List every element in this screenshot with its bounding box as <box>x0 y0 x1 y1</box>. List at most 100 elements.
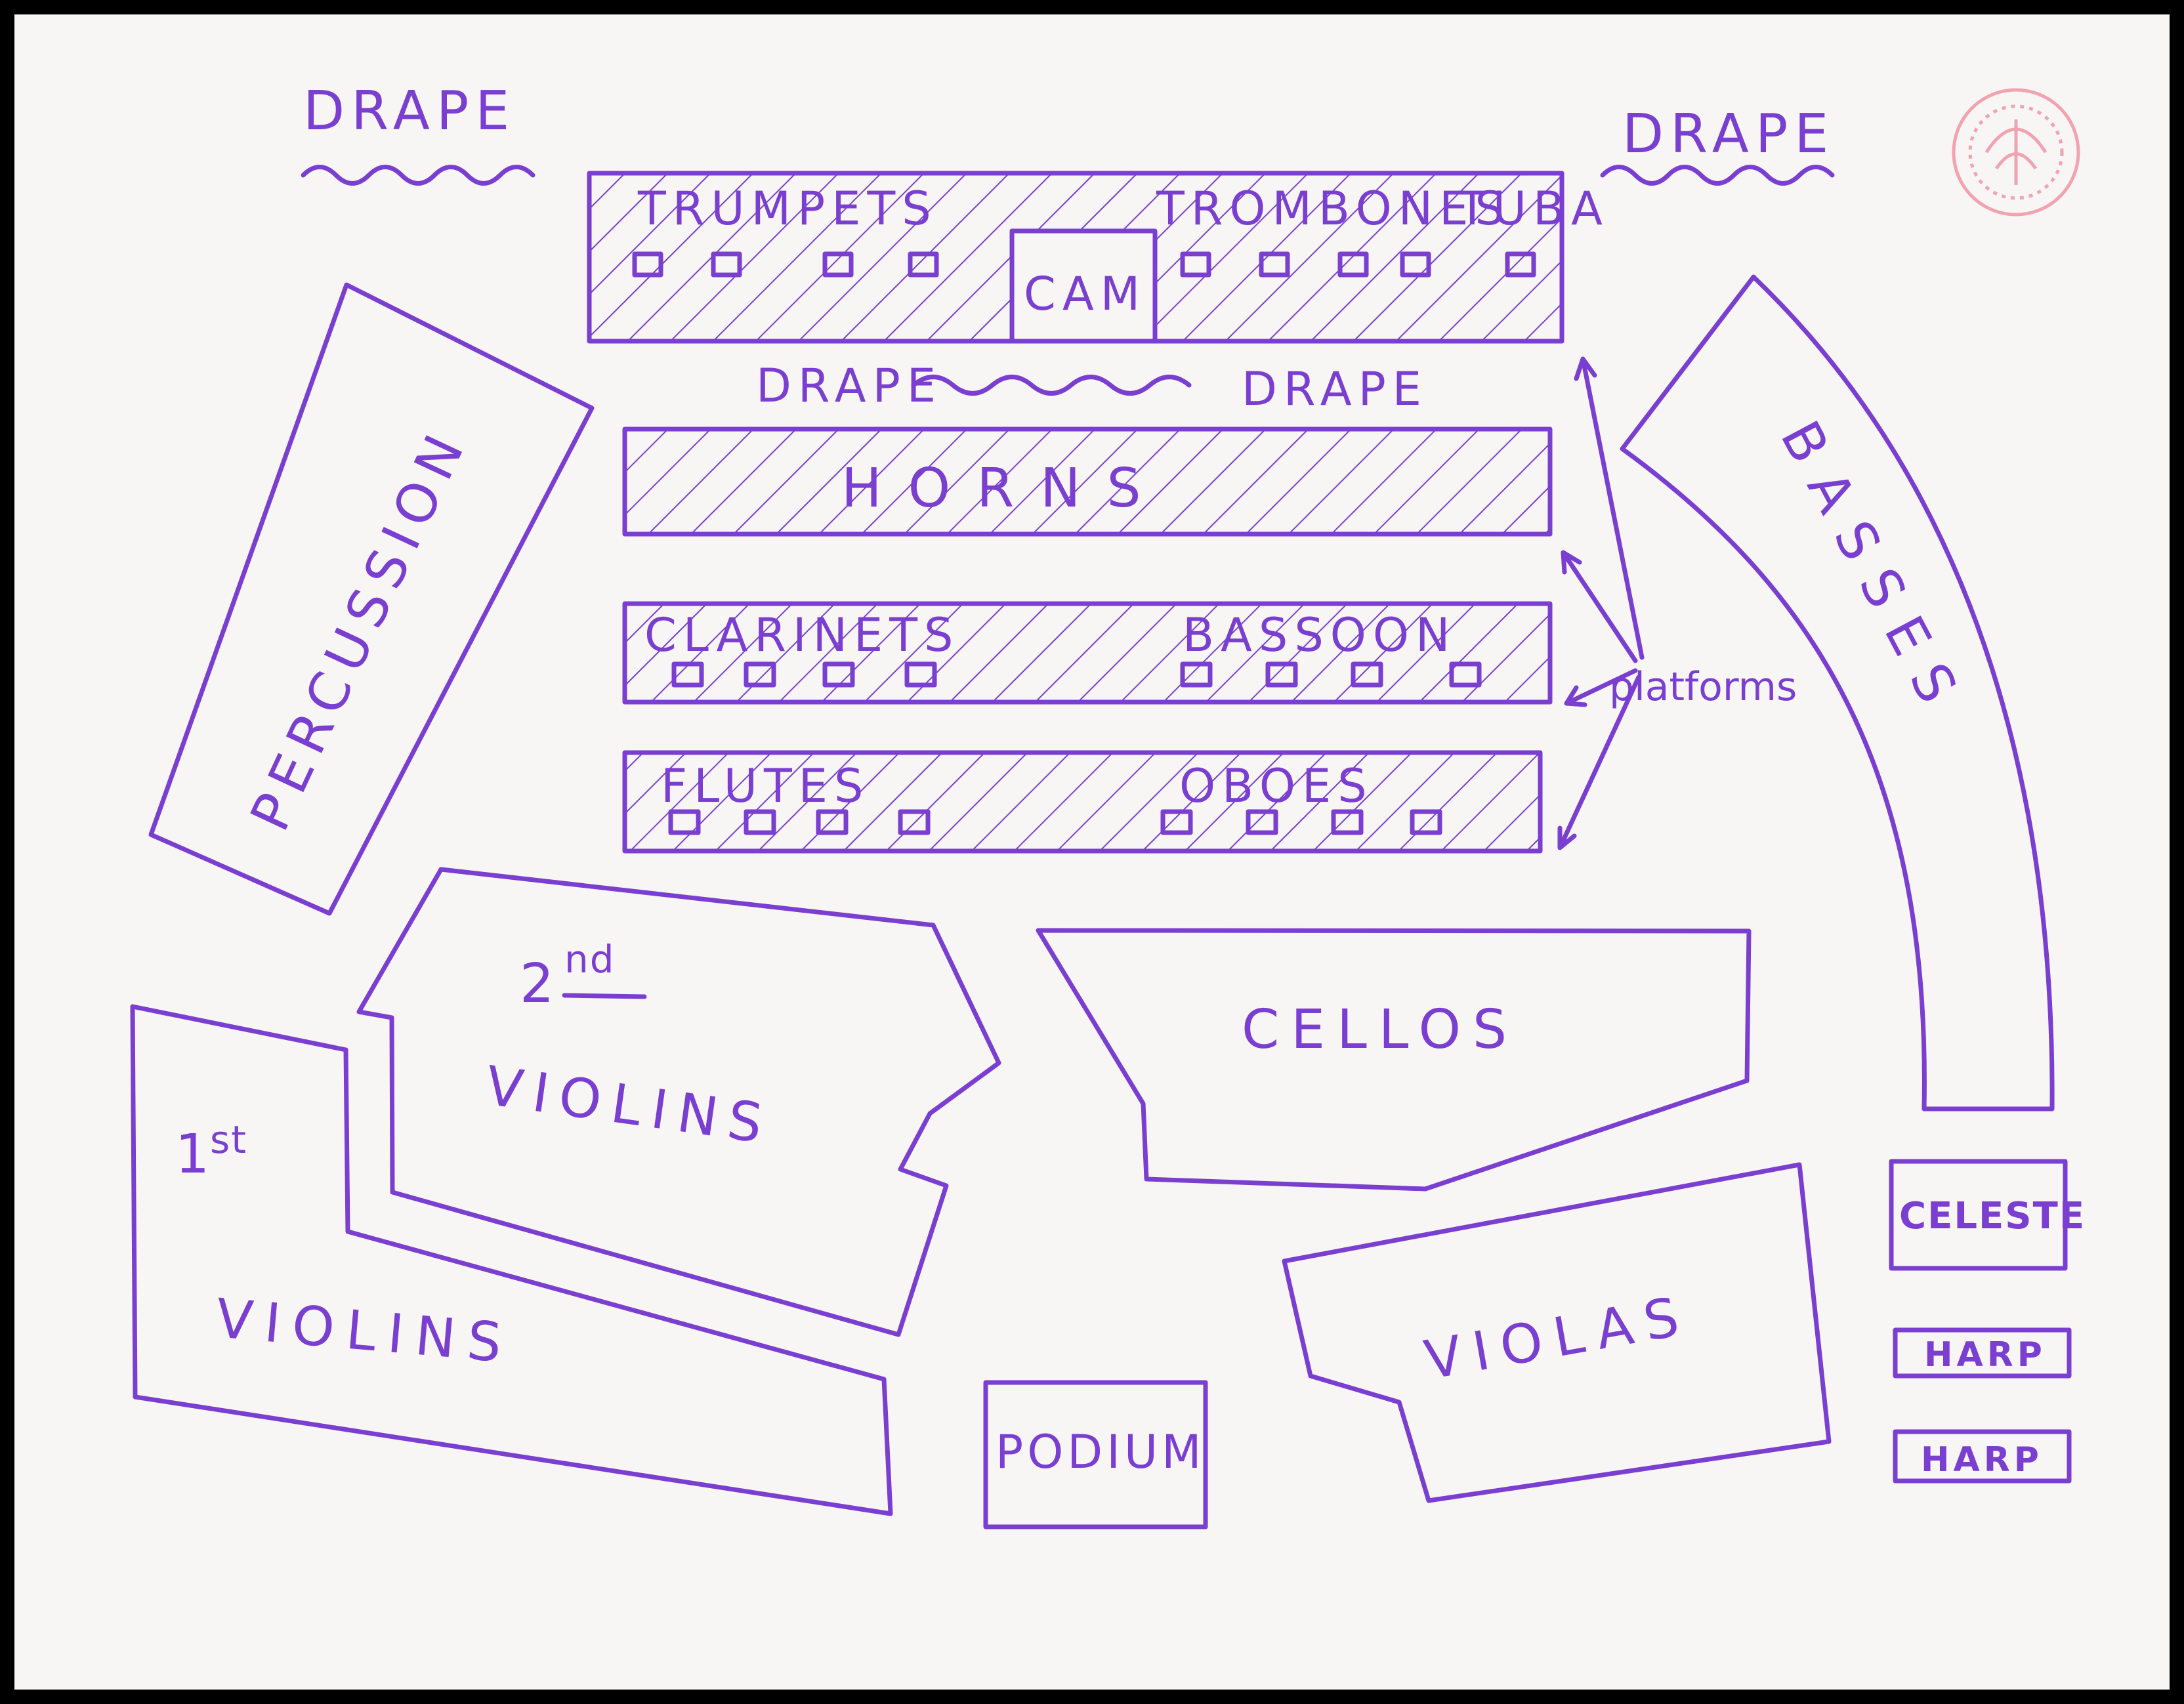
basses-label: BASSES <box>1768 411 1977 730</box>
chair-icon <box>1160 809 1193 835</box>
brass-chairs <box>632 251 1536 278</box>
flutes-label: FLUTES <box>661 759 870 813</box>
arrow-to-clarinets <box>1564 668 1638 707</box>
chair-icon <box>1180 251 1211 278</box>
second-sup-label: nd <box>564 937 616 982</box>
chair-icon <box>1400 251 1431 278</box>
violas-outline <box>1282 1162 1832 1503</box>
platforms-callout: platforms <box>1557 356 1797 850</box>
ordinal-underline <box>562 993 647 999</box>
tuba-label: TUBA <box>1458 182 1609 236</box>
drape-wave <box>1600 165 1835 186</box>
first-violins-outline <box>130 1004 893 1516</box>
chair-icon <box>822 661 855 688</box>
arrow-to-brass <box>1574 356 1645 660</box>
flutes-oboes-platform: FLUTES OBOES <box>622 750 1543 854</box>
orchestra-seating-diagram: DRAPE DRAPE CAM TRUMPETS TROMBONES TUBA … <box>130 80 2086 1529</box>
percussion-outline <box>148 282 595 916</box>
chair-icon <box>1180 661 1213 688</box>
harp-label: HARP <box>1924 1335 2046 1375</box>
chair-icon <box>1337 251 1369 278</box>
flutes-hatching <box>625 753 1540 851</box>
chair-icon <box>1505 251 1536 278</box>
trombones-label: TROMBONES <box>1156 182 1511 236</box>
harp-label: HARP <box>1921 1440 2043 1480</box>
flutes-outline <box>622 750 1543 854</box>
trumpets-label: TRUMPETS <box>637 182 938 236</box>
cam-box-fill <box>1012 231 1155 341</box>
second-violins-section: 2 nd VIOLINS <box>356 867 1001 1337</box>
oboes-label: OBOES <box>1179 759 1374 813</box>
drape-top-right: DRAPE <box>1600 103 1835 186</box>
platforms-label: platforms <box>1609 664 1797 710</box>
chair-icon <box>1246 809 1278 835</box>
stamp-inner-ring <box>1968 104 2064 200</box>
violas-label: VIOLAS <box>1420 1284 1695 1392</box>
stamp-ring <box>1952 88 2080 217</box>
bassoon-label: BASSOON <box>1183 608 1456 662</box>
flutes-chairs <box>668 809 1442 835</box>
basses-outline <box>1620 274 2055 1112</box>
drape-label: DRAPE <box>1622 103 1835 165</box>
podium-section: PODIUM <box>983 1380 1208 1529</box>
clarinets-label: CLARINETS <box>644 608 959 662</box>
drape-middle: DRAPE DRAPE <box>756 359 1428 416</box>
clarinets-bassoon-platform: CLARINETS BASSOON <box>622 601 1553 705</box>
arrow-to-horns <box>1561 550 1638 663</box>
chair-icon <box>671 661 704 688</box>
cellos-outline <box>1036 928 1752 1192</box>
chair-icon <box>822 251 854 278</box>
horns-label: HORNS <box>841 457 1167 520</box>
chair-icon <box>1351 661 1383 688</box>
drape-label: DRAPE <box>303 80 516 142</box>
horns-platform: HORNS <box>622 426 1553 537</box>
chair-icon <box>744 661 776 688</box>
arrow-to-flutes <box>1557 675 1641 850</box>
chair-icon <box>908 251 939 278</box>
celeste-outline <box>1889 1159 2068 1271</box>
chair-icon <box>1331 809 1364 835</box>
stamp-emblem <box>1984 119 2048 185</box>
cellos-section: CELLOS <box>1036 928 1752 1192</box>
seating-chart-sheet: DRAPE DRAPE CAM TRUMPETS TROMBONES TUBA … <box>14 14 2170 1690</box>
brass-platform: CAM TRUMPETS TROMBONES TUBA <box>587 171 1609 344</box>
chair-icon <box>1259 251 1290 278</box>
second-violins-outline <box>356 867 1001 1337</box>
chair-icon <box>1265 661 1298 688</box>
first-label: 1 <box>175 1123 211 1186</box>
chair-icon <box>632 251 663 278</box>
chair-icon <box>1410 809 1442 835</box>
harp-section-1: HARP <box>1893 1327 2072 1379</box>
celeste-label: CELESTE <box>1899 1195 2086 1237</box>
violas-section: VIOLAS <box>1282 1162 1832 1503</box>
cam-label: CAM <box>1024 267 1146 321</box>
drape-wave <box>911 375 1192 396</box>
podium-outline <box>983 1380 1208 1529</box>
drape-wave <box>301 165 536 186</box>
chair-icon <box>711 251 742 278</box>
chair-icon <box>898 809 931 835</box>
harp-outline <box>1893 1429 2072 1484</box>
cam-box <box>1009 228 1158 344</box>
woodwind-outline <box>622 601 1553 705</box>
first-violins-label: VIOLINS <box>213 1287 516 1375</box>
seal-stamp <box>1952 88 2080 217</box>
harp-outline <box>1893 1327 2072 1379</box>
percussion-section: PERCUSSION <box>148 282 595 916</box>
harp-section-2: HARP <box>1893 1429 2072 1484</box>
chair-icon <box>904 661 937 688</box>
second-label: 2 <box>520 953 555 1015</box>
drape-label: DRAPE <box>1242 362 1428 416</box>
celeste-section: CELESTE <box>1889 1159 2086 1271</box>
woodwind-hatching <box>625 604 1550 702</box>
chair-icon <box>816 809 849 835</box>
horns-hatching <box>625 429 1550 534</box>
second-violins-label: VIOLINS <box>482 1055 776 1157</box>
first-sup-label: st <box>210 1117 247 1162</box>
woodwind-chairs <box>671 661 1482 688</box>
podium-label: PODIUM <box>996 1425 1206 1479</box>
cellos-label: CELLOS <box>1242 999 1519 1061</box>
drape-top-left: DRAPE <box>301 80 536 186</box>
chair-icon <box>744 809 776 835</box>
drape-label: DRAPE <box>756 359 942 413</box>
